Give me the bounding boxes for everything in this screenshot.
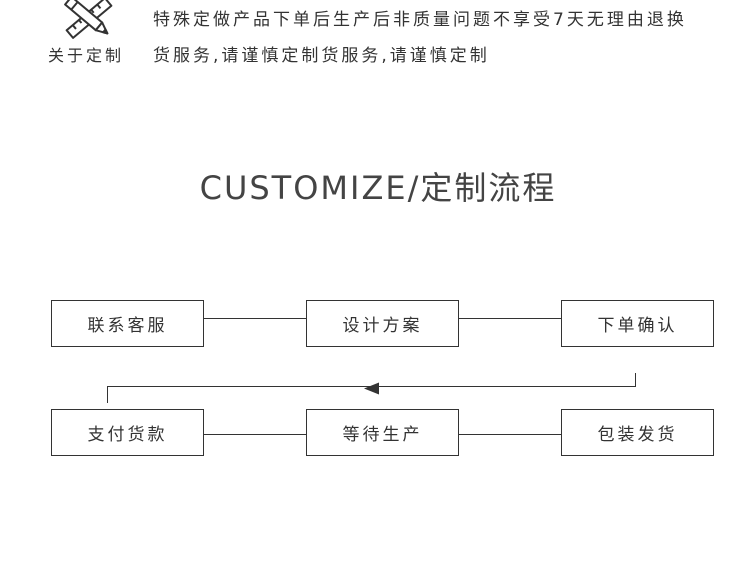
return-line-left xyxy=(107,386,108,403)
flow-step-wait-production: 等待生产 xyxy=(306,409,459,456)
customization-notice-line-1: 特殊定做产品下单后生产后非质量问题不享受7天无理由退换 xyxy=(153,10,687,30)
connector-line xyxy=(204,434,306,435)
customization-notice-line-2: 货服务,请谨慎定制货服务,请谨慎定制 xyxy=(153,46,490,66)
about-customization-label: 关于定制 xyxy=(48,46,125,65)
pencil-ruler-icon xyxy=(58,0,120,40)
flow-step-design-plan: 设计方案 xyxy=(306,300,459,347)
return-line-right xyxy=(635,373,636,387)
connector-line xyxy=(204,318,306,319)
flow-step-pay: 支付货款 xyxy=(51,409,204,456)
flow-step-contact-service: 联系客服 xyxy=(51,300,204,347)
connector-line xyxy=(459,318,561,319)
flow-step-pack-ship: 包装发货 xyxy=(561,409,714,456)
section-title: CUSTOMIZE/定制流程 xyxy=(199,169,557,207)
connector-line xyxy=(459,434,561,435)
arrow-left-icon xyxy=(364,380,380,395)
flow-step-confirm-order: 下单确认 xyxy=(561,300,714,347)
